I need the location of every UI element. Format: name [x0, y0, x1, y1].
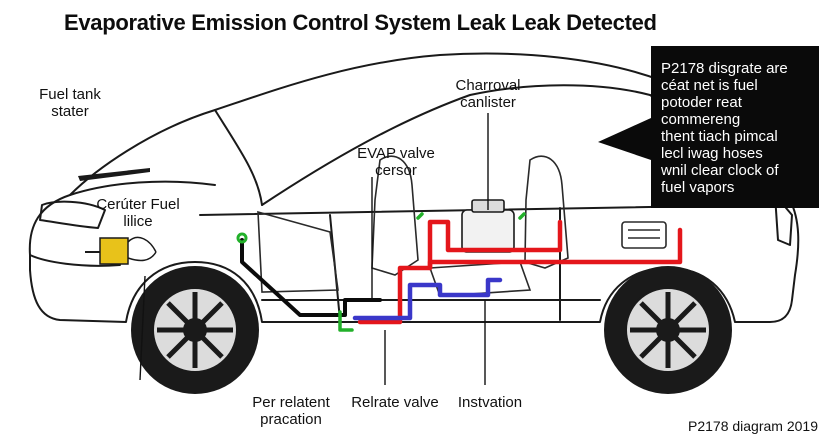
label-line: stater [51, 103, 89, 120]
fuel-line-black [240, 238, 382, 317]
label-installation: Instvation [445, 394, 535, 411]
label-line: Fuel tank [39, 86, 101, 103]
vapor-lines [236, 212, 683, 332]
callout-pointer [598, 118, 651, 160]
vent-line-green-top [416, 212, 526, 220]
label-evap-valve-sensor: EVAP valve cersor [348, 145, 444, 179]
label-line: canlister [460, 94, 516, 111]
dashboard [257, 210, 339, 293]
label-center-fuel-line: Cerúter Fuel lilice [90, 196, 186, 230]
green-fitting [236, 232, 248, 244]
label-pressure-location: Per relatent pracation [236, 394, 346, 428]
callout-line: lecl iwag hoses [661, 145, 763, 162]
callout-line: thent tiach pimcal [661, 128, 778, 145]
vent-line-green-left [338, 310, 354, 332]
label-line: lilice [123, 213, 153, 230]
label-line: cersor [375, 162, 417, 179]
rear-wheel [604, 266, 732, 394]
dtc-callout-box: P2178 disgrate are céat net is fuel poto… [651, 46, 819, 208]
callout-line: céat net is fuel [661, 77, 758, 94]
label-line: Charroval [455, 77, 521, 94]
callout-line: wnil clear clock of [661, 162, 779, 179]
label-line: EVAP valve [357, 145, 435, 162]
label-charcoal-canister: Charroval canlister [448, 77, 528, 111]
callout-line: fuel vapors [661, 179, 735, 196]
front-wheel [131, 266, 259, 394]
callout-line: commereng [661, 111, 741, 128]
label-line: Cerúter Fuel [96, 196, 180, 213]
front-seat [371, 155, 419, 276]
callout-line: potoder reat [661, 94, 742, 111]
label-line: pracation [260, 411, 322, 428]
roof-line [261, 84, 651, 206]
rear-seat [524, 155, 569, 269]
front-bumper [29, 254, 121, 267]
hood-line [69, 180, 216, 196]
console [428, 261, 532, 297]
vapor-line-blue [352, 277, 503, 321]
label-line: Instvation [457, 394, 523, 411]
windshield [214, 109, 263, 206]
callout-line: P2178 disgrate are [661, 60, 788, 77]
interior [257, 155, 667, 297]
label-fuel-tank-stater: Fuel tank stater [30, 86, 110, 120]
vapor-line-red-upper [427, 219, 563, 271]
diagram-caption: P2178 diagram 2019 [688, 418, 818, 434]
rear-taillight [774, 194, 793, 246]
label-line: Per relatent [252, 394, 330, 411]
fuel-pump-assembly [85, 236, 157, 265]
leader-lines [139, 113, 489, 385]
sensor-probe [78, 168, 150, 181]
headlight [39, 200, 106, 229]
rear-vent-grille [621, 221, 667, 249]
diagram-title: Evaporative Emission Control System Leak… [64, 10, 657, 35]
label-line: Relrate valve [351, 394, 439, 411]
label-release-valve: Relrate valve [340, 394, 450, 411]
